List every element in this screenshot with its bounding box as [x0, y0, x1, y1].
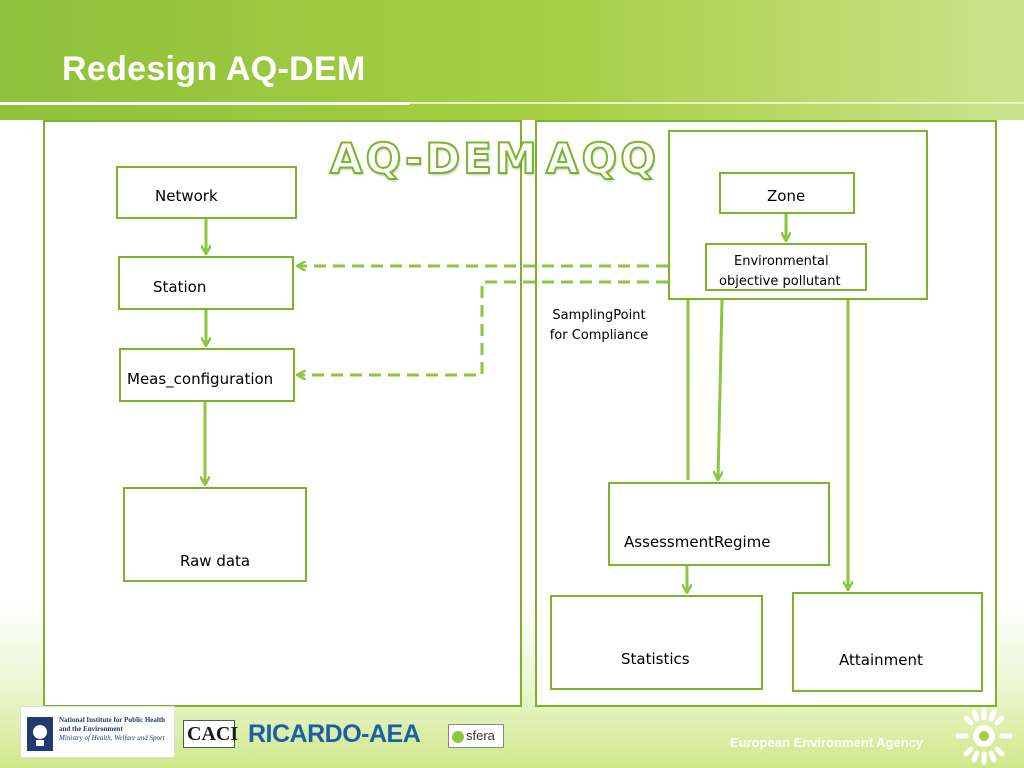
slide-title: Redesign AQ-DEM	[62, 50, 366, 88]
slide-header: Redesign AQ-DEM	[0, 0, 1024, 120]
assessment-regime-node: AssessmentRegime	[608, 482, 830, 566]
caci-logo-text: CACI	[187, 723, 239, 745]
aq-dem-heading: AQ-DEM	[329, 133, 540, 184]
ricardo-logo-text: RICARDO-AEA	[248, 720, 421, 748]
caci-logo: CACI	[183, 720, 239, 748]
network-node: Network	[116, 166, 297, 219]
environmental-objective-line2: objective pollutant	[719, 274, 841, 289]
crest-icon	[27, 717, 53, 751]
aqq-heading: AQQ	[545, 133, 659, 184]
rivm-line2: and the Environment	[59, 725, 123, 733]
env-to-assessment-arrow	[718, 299, 724, 479]
statistics-node: Statistics	[550, 595, 763, 690]
environmental-objective-node: Environmental objective pollutant	[705, 243, 867, 291]
raw-data-node-label: Raw data	[180, 552, 251, 570]
raw-data-node: Raw data	[123, 487, 307, 582]
sampling-point-line1: SamplingPoint	[552, 308, 646, 323]
header-divider	[0, 102, 410, 105]
footer-agency-name: European Environment Agency	[730, 735, 924, 750]
zone-to-meas-dashed-link	[298, 280, 668, 375]
sfera-mark-icon	[452, 731, 464, 743]
header-divider-light	[410, 102, 1024, 104]
zone-node: Zone	[719, 172, 855, 214]
meas-configuration-node-label: Meas_configuration	[127, 370, 274, 388]
zone-node-label: Zone	[767, 187, 806, 205]
rivm-logo: National Institute for Public Health and…	[20, 706, 175, 758]
eea-sun-icon	[955, 707, 1013, 765]
footer-logos: National Institute for Public Health and…	[20, 706, 510, 758]
ricardo-logo: RICARDO-AEA	[246, 720, 440, 750]
meas-configuration-node: Meas_configuration	[119, 348, 295, 402]
sampling-point-label: SamplingPoint for Compliance	[544, 306, 654, 346]
station-node-label: Station	[153, 278, 207, 296]
statistics-node-label: Statistics	[621, 650, 690, 668]
attainment-node: Attainment	[792, 592, 983, 692]
environmental-objective-line1: Environmental	[734, 254, 829, 269]
assessment-regime-node-label: AssessmentRegime	[624, 533, 771, 551]
network-node-label: Network	[155, 187, 218, 205]
sfera-logo-text: sfera	[466, 728, 495, 743]
rivm-line3: Ministry of Health, Welfare and Sport	[59, 734, 165, 742]
attainment-node-label: Attainment	[839, 651, 923, 669]
sfera-logo: sfera	[448, 724, 504, 748]
rivm-line1: National Institute for Public Health	[59, 716, 166, 724]
sampling-point-line2: for Compliance	[549, 328, 649, 343]
station-node: Station	[118, 256, 294, 310]
